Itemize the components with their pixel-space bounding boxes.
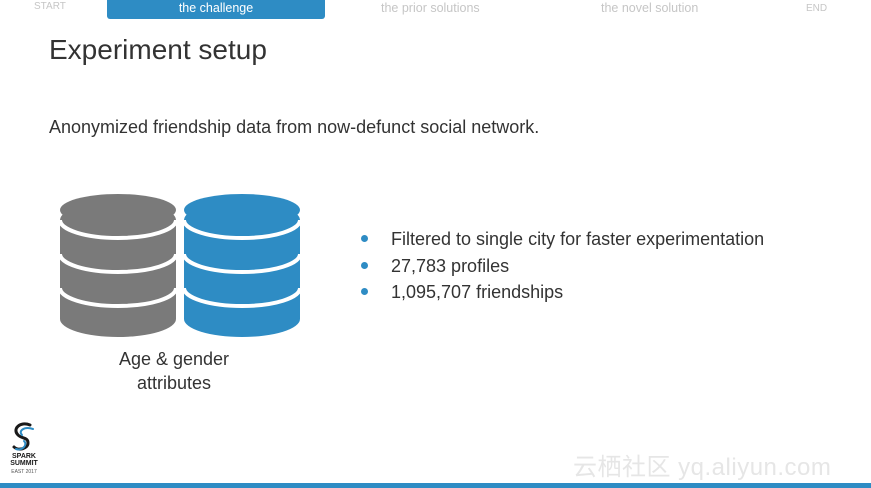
spark-logo-icon — [12, 422, 34, 451]
nav-novel-solution[interactable]: the novel solution — [601, 1, 699, 15]
bullet-text: 27,783 profiles — [391, 255, 510, 276]
database-caption: Age & gender attributes — [94, 347, 254, 395]
slide-subtitle: Anonymized friendship data from now-defu… — [49, 117, 540, 137]
database-icon — [58, 194, 302, 337]
nav-end[interactable]: END — [806, 3, 828, 14]
nav-the-challenge[interactable]: the challenge — [107, 0, 325, 19]
nav-prior-solutions[interactable]: the prior solutions — [381, 1, 480, 15]
logo-line-2: SUMMIT — [10, 460, 38, 467]
bullet-list: Filtered to single city for faster exper… — [360, 226, 764, 306]
bullet-item: 27,783 profiles — [360, 253, 764, 280]
bullet-dot-icon — [361, 235, 368, 242]
watermark: 云栖社区 yq.aliyun.com — [573, 454, 832, 481]
logo-line-1: SPARK — [12, 453, 36, 460]
bullet-text: Filtered to single city for faster exper… — [391, 229, 765, 249]
database-illustration — [58, 192, 308, 347]
logo-subtext: EAST 2017 — [11, 469, 37, 475]
bullet-dot-icon — [361, 261, 368, 269]
spark-summit-logo — [6, 421, 42, 479]
bullet-text: 1,095,707 friendships — [391, 282, 564, 302]
caption-line-2: attributes — [136, 373, 212, 393]
bullet-dot-icon — [361, 288, 368, 295]
caption-line-1: Age & gender — [118, 349, 230, 369]
slide-title: Experiment setup — [49, 34, 267, 65]
bullet-item: 1,095,707 friendships — [360, 279, 764, 306]
progress-nav: START the challenge the prior solutions … — [0, 0, 871, 20]
nav-start[interactable]: START — [34, 1, 66, 12]
bottom-accent-bar — [0, 483, 871, 488]
bullet-item: Filtered to single city for faster exper… — [360, 226, 764, 253]
logo-text: SPARK SUMMIT — [6, 453, 42, 467]
